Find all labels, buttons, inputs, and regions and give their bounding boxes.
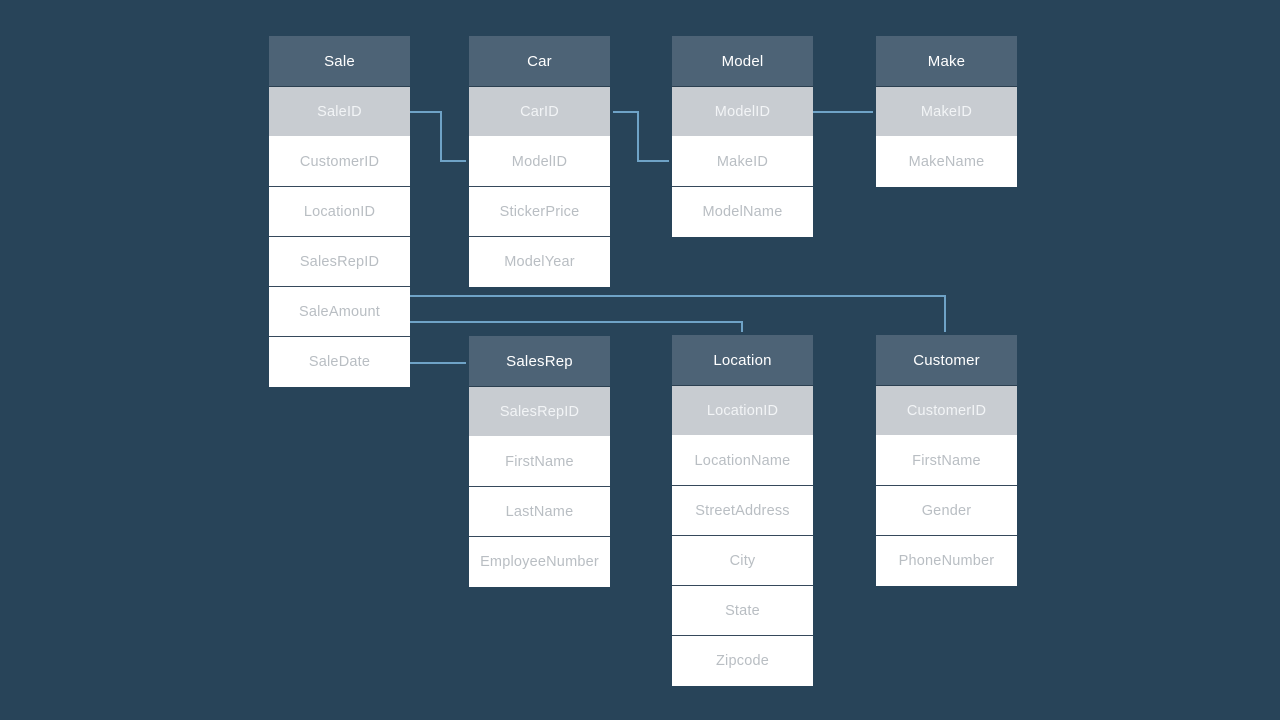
relationship-line-sale-customerid-to-customer (410, 295, 946, 332)
field-row-stickerprice[interactable]: StickerPrice (469, 187, 610, 237)
field-row-locationname[interactable]: LocationName (672, 436, 813, 486)
field-row-city[interactable]: City (672, 536, 813, 586)
field-row-phonenumber[interactable]: PhoneNumber (876, 536, 1017, 586)
entity-header-customer: Customer (876, 335, 1017, 386)
field-row-lastname[interactable]: LastName (469, 487, 610, 537)
primary-key-row-saleid[interactable]: SaleID (269, 87, 410, 137)
field-row-zipcode[interactable]: Zipcode (672, 636, 813, 686)
primary-key-row-modelid[interactable]: ModelID (672, 87, 813, 137)
entity-header-salesrep: SalesRep (469, 336, 610, 387)
primary-key-row-makeid[interactable]: MakeID (876, 87, 1017, 137)
primary-key-row-locationid[interactable]: LocationID (672, 386, 813, 436)
field-row-state[interactable]: State (672, 586, 813, 636)
entity-header-model: Model (672, 36, 813, 87)
field-row-locationid[interactable]: LocationID (269, 187, 410, 237)
field-row-streetaddress[interactable]: StreetAddress (672, 486, 813, 536)
field-row-customerid[interactable]: CustomerID (269, 137, 410, 187)
field-row-gender[interactable]: Gender (876, 486, 1017, 536)
primary-key-row-carid[interactable]: CarID (469, 87, 610, 137)
entity-header-make: Make (876, 36, 1017, 87)
field-row-modelid[interactable]: ModelID (469, 137, 610, 187)
field-row-firstname[interactable]: FirstName (469, 437, 610, 487)
entity-header-car: Car (469, 36, 610, 87)
entity-header-location: Location (672, 335, 813, 386)
relationship-line-car-modelid-to-sale-saleid (406, 111, 466, 162)
relationship-line-model-makeid-to-car-modelid (613, 111, 669, 162)
field-row-makename[interactable]: MakeName (876, 137, 1017, 187)
field-row-firstname[interactable]: FirstName (876, 436, 1017, 486)
field-row-saledate[interactable]: SaleDate (269, 337, 410, 387)
field-row-modelyear[interactable]: ModelYear (469, 237, 610, 287)
field-row-employeenumber[interactable]: EmployeeNumber (469, 537, 610, 587)
entity-header-sale: Sale (269, 36, 410, 87)
field-row-salesrepid[interactable]: SalesRepID (269, 237, 410, 287)
primary-key-row-customerid[interactable]: CustomerID (876, 386, 1017, 436)
relationship-line-sale-locationid-to-location (410, 321, 743, 332)
primary-key-row-salesrepid[interactable]: SalesRepID (469, 387, 610, 437)
field-row-modelname[interactable]: ModelName (672, 187, 813, 237)
field-row-makeid[interactable]: MakeID (672, 137, 813, 187)
field-row-saleamount[interactable]: SaleAmount (269, 287, 410, 337)
